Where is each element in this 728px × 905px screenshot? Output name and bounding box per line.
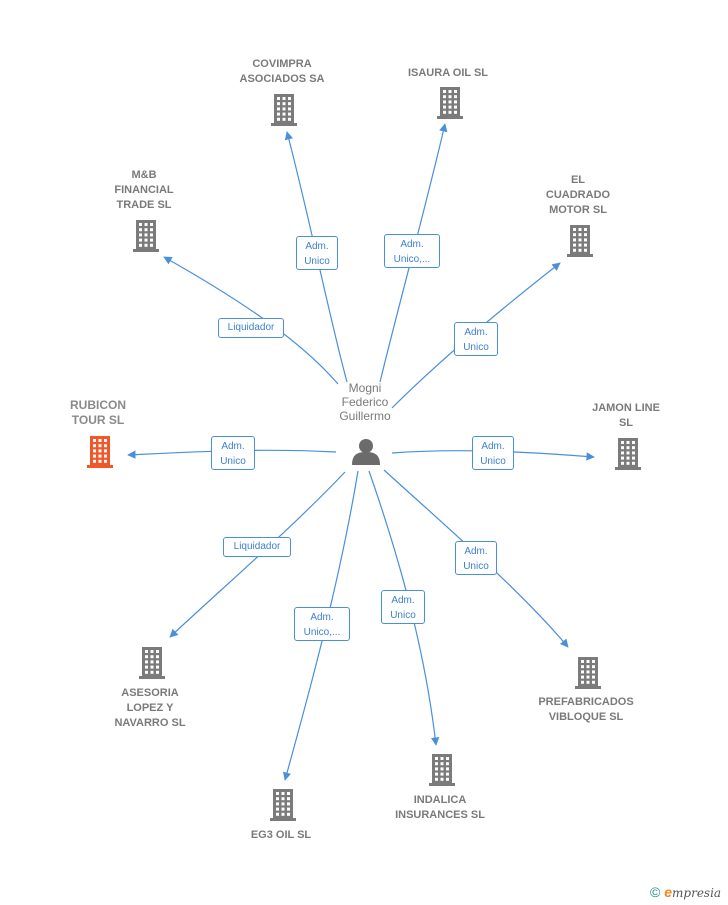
company-name-prefabricados[interactable]: PREFABRICADOS VIBLOQUE SL [538, 696, 634, 723]
building-icon-cuadrado[interactable] [567, 225, 593, 257]
company-name-jamon[interactable]: JAMON LINE SL [592, 402, 660, 429]
copyright-icon: © [650, 884, 661, 900]
building-icon-asesoria[interactable] [139, 647, 165, 679]
company-name-asesoria[interactable]: ASESORIA LOPEZ Y NAVARRO SL [114, 687, 186, 729]
edge-asesoria [169, 471, 346, 638]
role-badge-eg3: Adm. Unico,... [294, 607, 350, 641]
company-name-isaura[interactable]: ISAURA OIL SL [407, 67, 489, 79]
role-badge-prefabricados: Adm. Unico [455, 541, 497, 575]
company-name-cuadrado[interactable]: EL CUADRADO MOTOR SL [545, 174, 611, 216]
building-icon-prefabricados[interactable] [575, 657, 601, 689]
brand-logo-text: mpresia [672, 886, 722, 900]
role-badge-mb: Liquidador [218, 318, 284, 338]
role-badge-cuadrado: Adm. Unico [454, 322, 498, 356]
company-name-eg3[interactable]: EG3 OIL SL [250, 829, 312, 841]
building-icon-indalica[interactable] [429, 754, 455, 786]
person-icon[interactable] [352, 439, 380, 465]
role-badge-rubicon: Adm. Unico [211, 436, 255, 470]
building-icon-mb[interactable] [133, 220, 159, 252]
company-name-covimpra[interactable]: COVIMPRA ASOCIADOS SA [239, 58, 325, 85]
building-icon-covimpra[interactable] [271, 94, 297, 126]
role-badge-isaura: Adm. Unico,... [384, 234, 440, 268]
building-icon-eg3[interactable] [270, 789, 296, 821]
building-icon-isaura[interactable] [437, 87, 463, 119]
role-badge-asesoria: Liquidador [223, 537, 291, 557]
company-name-mb[interactable]: M&B FINANCIAL TRADE SL [114, 169, 174, 211]
building-icon-rubicon[interactable] [87, 436, 113, 468]
building-icon-jamon[interactable] [615, 438, 641, 470]
role-badge-jamon: Adm. Unico [472, 436, 514, 470]
brand-logo-e: e [664, 884, 673, 900]
role-badge-indalica: Adm. Unico [381, 590, 425, 624]
company-name-indalica[interactable]: INDALICA INSURANCES SL [395, 794, 485, 821]
role-badge-covimpra: Adm. Unico [296, 236, 338, 270]
footer-brand: © empresia [650, 884, 721, 900]
company-name-rubicon[interactable]: RUBICON TOUR SL [70, 398, 126, 427]
person-name[interactable]: Mogni Federico Guillermo [339, 381, 391, 423]
